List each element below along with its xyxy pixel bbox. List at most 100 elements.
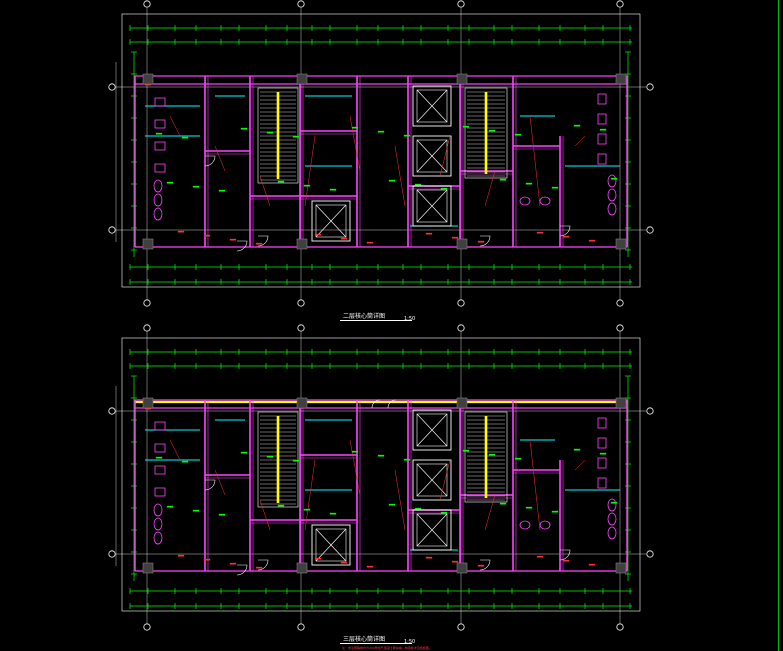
plan-2-annotation-mark (366, 565, 374, 568)
plan-2-elevator-car (416, 513, 448, 547)
plan-2-leader-line (439, 459, 451, 501)
plan-2-elevator-shaft (412, 409, 452, 451)
plan-2-annotation-mark (229, 562, 237, 565)
plan-2-sink (519, 520, 531, 530)
plan-1-elevator-cross (315, 204, 347, 238)
plan-2-elevator-car (416, 413, 448, 447)
plan-2-annotation-mark (499, 502, 507, 505)
plan-2-annotation-mark (588, 563, 596, 566)
plan-2-leader-line (259, 499, 271, 531)
plan-2-annotation-mark (425, 556, 433, 559)
plan-2-elevator-shaft (412, 459, 452, 501)
plan-1-elevator-car (416, 189, 448, 223)
plan-2-annotation-mark (462, 449, 470, 452)
plan-2-elevator-shaft (311, 524, 351, 566)
plan-1-elevator-shaft (412, 185, 452, 227)
plan-2-urinal (607, 526, 617, 540)
plan-2-urinal (153, 503, 163, 517)
plan-1-toilet-fixture (597, 153, 607, 165)
plan-2-annotation-mark (388, 503, 396, 506)
plan-1-annotation-mark (351, 126, 359, 129)
plan-1-annotation-mark (610, 177, 618, 180)
plan-1-annotation-mark (499, 178, 507, 181)
plan-2-axis-bubble-bottom (297, 623, 305, 631)
plan-1-annotation-mark (488, 129, 496, 132)
plan-2-toilet-fixture (154, 421, 166, 431)
plan-1-axis-bubble-bottom (143, 299, 151, 307)
plan-2-scale: 1:50 (404, 639, 416, 645)
plan-1-sink (519, 196, 531, 206)
plan-2-elevator-cross (416, 513, 448, 547)
plan-1-leader-line (439, 135, 451, 177)
plan-1-annotation-mark (314, 233, 322, 236)
plan-2-annotation-mark (599, 452, 607, 455)
plan-2-annotation-mark (351, 450, 359, 453)
plan-2-axis-bubble-left (108, 407, 116, 415)
plan-2-annotation-mark (562, 559, 570, 562)
plan-2-leader-line (304, 459, 316, 531)
plan-2-annotation-mark (203, 558, 211, 561)
plan-1-annotation-mark (255, 242, 263, 245)
plan-1-annotation-mark (277, 180, 285, 183)
plan-2-structural-column (615, 397, 627, 409)
plan-1-leader-line (304, 135, 316, 207)
plan-1-annotation-mark (414, 183, 422, 186)
plan-1-toilet-fixture (597, 133, 607, 145)
plan-1-axis-bubble-bottom (616, 299, 624, 307)
plan-1-elevator-cross (416, 89, 448, 123)
plan-2-elevator-cross (416, 413, 448, 447)
plan-2-annotation-mark (451, 560, 459, 563)
plan-2-axis-bubble-right (646, 407, 654, 415)
plan-1-annotation-mark (599, 128, 607, 131)
plan-2-annotation-mark (155, 456, 163, 459)
plan-1-structural-column (142, 73, 154, 85)
plan-2-urinal (153, 531, 163, 545)
plan-2-outer-frame (121, 337, 641, 612)
plan-2-annotation-mark (536, 555, 544, 558)
plan-2-leader-line (529, 439, 541, 531)
plan-2-toilet-fixture (597, 477, 607, 489)
plan-1-annotation-mark (536, 231, 544, 234)
plan-1-urinal (607, 188, 617, 202)
plan-1-urinal (153, 207, 163, 221)
plan-2-leader-line (394, 469, 406, 531)
plan-1-elevator-shaft (412, 85, 452, 127)
plan-1-annotation-mark (377, 130, 385, 133)
plan-2-caption: 三层核心筒详图 (343, 636, 386, 643)
plan-1-annotation-mark (462, 125, 470, 128)
plan-1-urinal (153, 193, 163, 207)
plan-2-structural-column (142, 562, 154, 574)
plan-2-annotation-mark (340, 561, 348, 564)
plan-1-annotation-mark (192, 185, 200, 188)
plan-1-axis-bubble-top (616, 0, 624, 8)
plan-2-annotation-mark (477, 564, 485, 567)
plan-1-annotation-mark (388, 179, 396, 182)
plan-2-annotation-mark (218, 513, 226, 516)
plan-2-annotation-mark (266, 455, 274, 458)
plan-2-urinal (607, 512, 617, 526)
plan-2-structural-column (456, 562, 468, 574)
plan-1-structural-column (296, 238, 308, 250)
plan-1-axis-bubble-right (646, 226, 654, 234)
plan-2-annotation-mark (488, 453, 496, 456)
plan-2-annotation-mark (314, 557, 322, 560)
plan-1-annotation-mark (181, 136, 189, 139)
plan-1-elevator-cross (416, 189, 448, 223)
plan-1-axis-bubble-bottom (297, 299, 305, 307)
plan-1-toilet-fixture (154, 141, 166, 151)
plan-2-elevator-cross (416, 463, 448, 497)
plan-1-annotation-mark (340, 237, 348, 240)
plan-2-elevator-car (416, 463, 448, 497)
plan-1-leader-line (529, 115, 541, 207)
plan-2-elevator-car (315, 528, 347, 562)
plan-1-toilet-fixture (597, 113, 607, 125)
plan-2-annotation-mark (277, 504, 285, 507)
plan-1-door-swing (204, 155, 216, 167)
plan-2-annotation-mark (303, 508, 311, 511)
plan-2-leader-line (574, 459, 586, 471)
plan-2-axis-bubble-top (457, 324, 465, 332)
plan-1-elevator-car (315, 204, 347, 238)
plan-1-annotation-mark (266, 131, 274, 134)
plan-2-annotation-mark (240, 451, 248, 454)
plan-2-elevator-shaft (412, 509, 452, 551)
